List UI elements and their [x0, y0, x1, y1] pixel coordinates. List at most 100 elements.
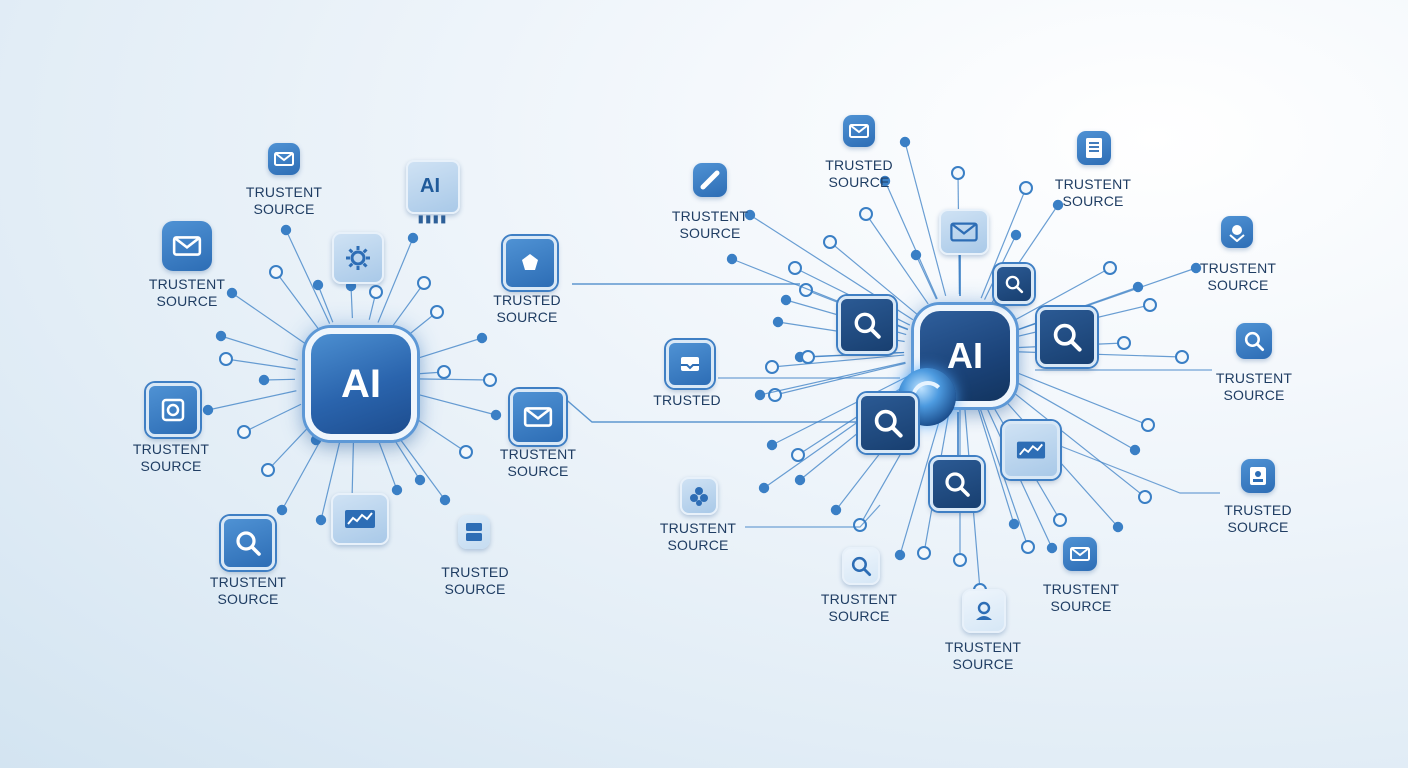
database-icon[interactable]	[458, 515, 490, 549]
source-label: TRUSTENT SOURCE	[1054, 176, 1132, 209]
envelope-icon[interactable]	[939, 209, 989, 255]
connector-node	[219, 352, 233, 366]
source-label: TRUSTED SOURCE	[825, 157, 893, 190]
source-label: TRUSTENT SOURCE	[944, 639, 1022, 672]
connector-node	[1175, 350, 1189, 364]
connector-line	[351, 437, 355, 501]
ai-hub-left-label: AI	[341, 361, 381, 406]
connector-line	[976, 403, 1015, 525]
chart-icon[interactable]	[331, 493, 389, 545]
connector-line	[377, 237, 414, 323]
connector-node	[788, 261, 802, 275]
connector-node	[437, 365, 451, 379]
envelope-icon[interactable]	[843, 115, 875, 147]
connector-node	[1138, 490, 1152, 504]
connector-node	[754, 389, 766, 401]
connector-line	[231, 292, 306, 345]
connector-node	[744, 209, 756, 221]
connector-node	[226, 287, 238, 299]
connector-node	[917, 546, 931, 560]
connector-node	[1019, 181, 1033, 195]
connector-line	[285, 229, 331, 324]
connector-node	[459, 445, 473, 459]
ai-hub-right[interactable]: AI	[914, 305, 1016, 407]
connector-node	[791, 448, 805, 462]
connector-line	[243, 403, 302, 433]
envelope-icon[interactable]	[1063, 537, 1097, 571]
bridge-line	[561, 395, 860, 423]
search-icon[interactable]	[994, 264, 1034, 304]
source-label: TRUSTENT SOURCE	[1199, 260, 1277, 293]
shield-icon[interactable]	[503, 236, 557, 290]
envelope-icon[interactable]	[268, 143, 300, 175]
connector-line	[267, 421, 315, 471]
connector-line	[771, 374, 911, 446]
settings-icon[interactable]	[680, 477, 718, 515]
source-label: TRUSTENT SOURCE	[671, 208, 749, 241]
connector-line	[865, 213, 929, 305]
connector-node	[879, 175, 891, 187]
connector-node	[269, 265, 283, 279]
connector-node	[261, 463, 275, 477]
connector-node	[1190, 262, 1202, 274]
connector-node	[1021, 540, 1035, 554]
search-icon[interactable]	[842, 547, 880, 585]
source-label: TRUSTED SOURCE	[493, 292, 561, 325]
envelope-icon[interactable]	[162, 221, 212, 271]
search-icon[interactable]	[838, 296, 896, 354]
connector-node	[953, 553, 967, 567]
source-label: TRUSTENT SOURCE	[499, 446, 577, 479]
badge-icon[interactable]	[1241, 459, 1275, 493]
connector-node	[1052, 199, 1064, 211]
ai-chip-icon[interactable]: AI	[406, 160, 460, 214]
inbox-icon[interactable]	[666, 340, 714, 388]
search-icon[interactable]	[221, 516, 275, 570]
connector-line	[275, 271, 320, 331]
connector-line	[350, 285, 353, 319]
pin-icon[interactable]	[1221, 216, 1253, 248]
search-icon[interactable]	[1037, 307, 1097, 367]
connector-node	[1046, 542, 1058, 554]
connector-node	[276, 504, 288, 516]
connector-node	[1008, 518, 1020, 530]
connector-node	[315, 514, 327, 526]
connector-line	[771, 354, 905, 368]
connector-node	[758, 482, 770, 494]
settings-icon[interactable]	[146, 383, 200, 437]
connector-node	[830, 504, 842, 516]
ai-hub-right-label: AI	[947, 335, 983, 376]
envelope-icon[interactable]	[510, 389, 566, 445]
search-icon[interactable]	[858, 393, 918, 453]
connector-node	[1141, 418, 1155, 432]
connector-line	[904, 141, 947, 297]
search-icon[interactable]	[1236, 323, 1272, 359]
source-label: TRUSTENT SOURCE	[132, 441, 210, 474]
user-icon[interactable]	[962, 589, 1006, 633]
connector-node	[853, 518, 867, 532]
connector-line	[797, 379, 914, 456]
source-label: TRUSTENT SOURCE	[209, 574, 287, 607]
source-label: TRUSTENT SOURCE	[148, 276, 226, 309]
document-icon[interactable]	[1077, 131, 1111, 165]
chart-icon[interactable]	[1002, 421, 1060, 479]
connector-node	[280, 224, 292, 236]
search-icon[interactable]	[930, 457, 984, 511]
source-label: TRUSTENT SOURCE	[1042, 581, 1120, 614]
connector-line	[389, 282, 425, 330]
connector-node	[780, 294, 792, 306]
ai-hub-left[interactable]: AI	[305, 328, 417, 440]
gear-icon[interactable]	[332, 232, 384, 284]
connector-line	[774, 362, 906, 396]
source-label: TRUSTENT SOURCE	[1215, 370, 1293, 403]
connector-node	[766, 439, 778, 451]
connector-node	[1112, 521, 1124, 533]
ai-chip-dots: ▮▮▮▮	[418, 214, 449, 225]
connector-node	[1143, 298, 1157, 312]
connector-line	[829, 241, 918, 315]
connector-node	[765, 360, 779, 374]
tool-icon[interactable]	[693, 163, 727, 197]
connector-line	[220, 335, 298, 361]
source-label: TRUSTENT SOURCE	[659, 520, 737, 553]
